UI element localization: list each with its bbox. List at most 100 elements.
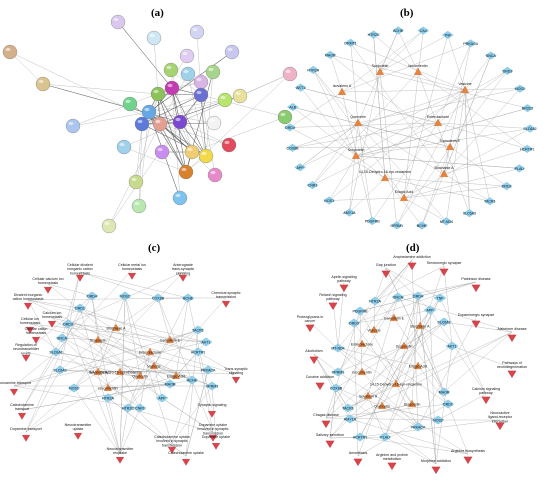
compound-label: Isocorilentin [408,64,427,68]
target-node [331,343,345,353]
target-node [155,393,169,403]
network-edge [115,297,159,329]
go-term-node [207,411,217,418]
network-edge [349,403,413,420]
protein-node [164,80,180,96]
protein-node-highlight [38,79,44,84]
target-node [392,26,404,35]
compound-node [93,367,103,375]
network-edge [359,325,421,438]
target-label: AKT1 [202,341,211,345]
network-edge [379,71,528,109]
network-edge [115,327,199,353]
network-edge [384,436,437,465]
target-node [205,381,219,391]
target-node [55,333,69,343]
network-edge [73,327,117,389]
network-edge [61,271,81,339]
network-edge [117,21,173,89]
go-term-node [47,321,57,328]
target-label: DRD3 [349,322,359,326]
protein-node [35,76,51,92]
compound-node [375,67,385,75]
network-edge [447,34,466,91]
network-edge [419,325,445,393]
network-edge [124,295,141,377]
network-edge [107,397,121,455]
target-node [417,26,430,35]
target-node [286,143,299,152]
compound-node [115,367,125,375]
network-edge [355,108,528,157]
go-term-node [115,457,125,464]
compound-label: Biochanin A [435,166,455,170]
network-edge [437,70,508,124]
protein-node [221,137,237,153]
target-node [185,375,199,385]
target-label: DRD1 [502,185,512,189]
kegg-pathway-label: Amphetamine addiction [393,255,431,259]
kegg-pathway-label: Serotonergic synapse [427,261,462,265]
network-edge [403,128,531,199]
compound-node [357,367,367,375]
network-edge [403,30,424,199]
target-node [118,291,132,301]
network-edge [464,89,470,214]
network-edge [169,329,199,341]
network-edge [359,419,501,438]
target-label: PLAU [515,167,525,171]
compound-label: Ganoderin E [384,317,405,321]
go-term-node [178,275,188,282]
network-edge [449,146,507,187]
target-node [85,291,99,301]
compound-node [460,85,470,93]
network-edge [355,70,508,157]
network-edge [384,265,445,438]
network-edge [437,122,528,150]
network-edge [123,146,187,173]
go-term-node [211,443,221,450]
network-edge [29,323,207,343]
target-node [513,164,526,173]
network-edge [91,295,99,341]
protein-node-highlight [5,47,11,52]
network-edge [359,436,469,455]
target-label: AKT1 [296,86,305,90]
network-edge [443,88,521,175]
protein-node-highlight [175,117,181,122]
compound-node [337,87,347,95]
network-edge [299,122,359,168]
target-node [464,39,477,48]
target-label: AMY1A [344,418,357,422]
compound-label: Quercetin [374,405,390,409]
compound-node [377,401,387,409]
protein-node-highlight [196,90,202,95]
protein-node [128,174,144,190]
target-node [437,387,451,397]
protein-node [134,116,150,132]
compound-node [439,169,449,177]
network-edge [205,71,214,157]
target-node [423,305,437,315]
network-edge [55,351,177,377]
target-node [501,66,514,75]
network-edge [157,93,187,173]
network-edge [138,123,143,207]
network-edge [335,387,437,465]
network-edge [385,267,431,311]
target-node [307,65,320,74]
network-edge [292,146,451,148]
network-edge [349,418,469,455]
network-edge [379,71,397,226]
go-term-label: Catecholamine uptake [168,451,204,455]
kegg-pathway-node [381,270,391,279]
network-edge [350,42,359,124]
network-edge [353,322,359,457]
